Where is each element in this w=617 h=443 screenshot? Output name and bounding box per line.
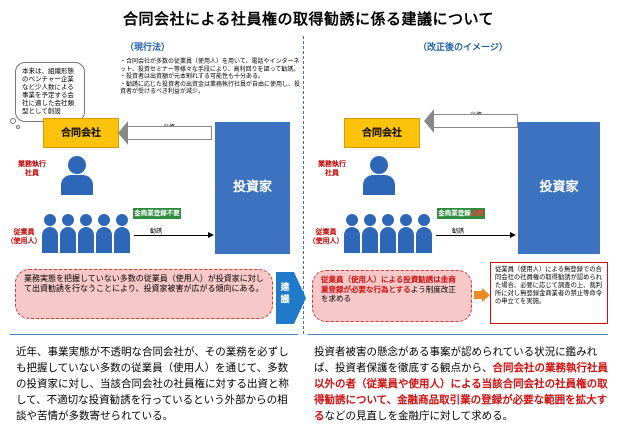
employee-body-icon: [380, 227, 396, 253]
left-solicit-arrow: [134, 235, 210, 236]
employee-body-icon: [78, 227, 94, 253]
bottom-right-post: などの見直しを金融庁に対して求める。: [324, 410, 514, 422]
right-company-box: 合同会社: [344, 118, 420, 148]
employee-body-icon: [344, 227, 360, 253]
employee-head-icon: [98, 214, 110, 226]
left-note-3: ・勧誘に応じた投資者の出資金は業務執行社員が自由に使用し、投資者が受けるべき利益…: [120, 80, 301, 96]
left-employee-label: 従業員 （使用人）: [6, 228, 42, 245]
employee-head-icon: [364, 214, 376, 226]
bottom-left-text: 近年、事業実態が不透明な合同会社が、その業務を必ずしも把握していない多数の従業員…: [16, 346, 289, 422]
left-executive-label: 業務執行 社員: [18, 160, 46, 177]
right-capital-arrow: [430, 114, 518, 128]
employee-body-icon: [416, 227, 432, 253]
right-proposal-tail: よう制度改正を求める: [321, 284, 456, 304]
employee-body-icon: [96, 227, 112, 253]
bottom-right-border: [308, 334, 608, 443]
employee-head-icon: [400, 214, 412, 226]
left-executive-body-icon: [61, 175, 93, 195]
right-solicit-arrow: [436, 235, 512, 236]
left-company-box: 合同会社: [43, 118, 119, 148]
employee-head-icon: [418, 214, 430, 226]
right-investor-box: 投資家: [518, 122, 600, 254]
left-bubble: 本来は、組織形態のベンチャー企業など少人数による事業を予定する会社に適した会社類…: [15, 62, 85, 122]
left-solicit-arrowhead-icon: [208, 232, 214, 238]
employee-head-icon: [346, 214, 358, 226]
right-side-note-text: 従業員（使用人）による無登録での合同会社の社員権の取得勧誘が認められた場合、必要…: [495, 266, 603, 305]
right-badge: 金商業登録必要: [437, 208, 485, 219]
right-solicit-label: 勧誘: [452, 228, 465, 235]
right-executive-icon: [370, 156, 388, 174]
left-bubble-text: 本来は、組織形態のベンチャー企業など少人数による事業を予定する会社に適した会社類…: [22, 67, 74, 115]
right-side-note: 従業員（使用人）による無登録での合同会社の社員権の取得勧誘が認められた場合、必要…: [490, 262, 608, 324]
right-badge-suffix: 必要: [470, 209, 484, 217]
right-employee-group: [344, 214, 434, 254]
left-note-1: ・合同会社が多数の従業員（使用人）を用いて、電話やインターネット、投資セミナー等…: [120, 58, 300, 73]
left-capital-arrow: [124, 126, 212, 140]
right-solicit-arrowhead-icon: [510, 232, 516, 238]
right-proposal-red-text: 従業員（使用人）による投資勧誘は金商業登録が必要な行為とする: [321, 275, 456, 294]
employee-head-icon: [382, 214, 394, 226]
left-notes: ・合同会社が多数の従業員（使用人）を用いて、電話やインターネット、投資セミナー等…: [120, 58, 300, 96]
left-employee-group: [42, 214, 132, 254]
employee-head-icon: [44, 214, 56, 226]
employee-head-icon: [62, 214, 74, 226]
bottom-right-pre: 投資者被害の懸念がある事案が認められている状況に鑑みれば、投資者保護を徹底する観…: [314, 346, 598, 374]
bubble-dot-small-icon: [16, 125, 20, 129]
bottom-right-text: 投資者被害の懸念がある事案が認められている状況に鑑みれば、投資者保護を徹底する観…: [314, 344, 610, 424]
right-capital-arrowhead-icon: [424, 109, 434, 133]
left-investor-box: 投資家: [215, 122, 290, 254]
kengi-arrow-icon: [276, 272, 306, 324]
left-solicit-label: 勧誘: [150, 228, 163, 235]
right-proposal-box: 従業員（使用人）による投資勧誘は金商業登録が必要な行為とするよう制度改正を求める: [312, 270, 472, 322]
right-panel-heading: （改正後のイメージ）: [418, 43, 508, 53]
left-problem-text: 業務実態を把握していない多数の従業員（使用人）が投資家に対して出資勧誘を行なうこ…: [24, 274, 264, 293]
orange-arrow-icon: [474, 288, 490, 302]
bubble-dot-icon: [10, 118, 16, 124]
employee-body-icon: [114, 227, 130, 253]
employee-head-icon: [116, 214, 128, 226]
right-badge-prefix: 金商業登録: [438, 209, 471, 217]
employee-head-icon: [80, 214, 92, 226]
left-executive-icon: [68, 156, 86, 174]
employee-body-icon: [398, 227, 414, 253]
employee-body-icon: [362, 227, 378, 253]
panel-divider: [303, 36, 304, 334]
bottom-left-border: [10, 334, 298, 443]
right-executive-body-icon: [363, 175, 395, 195]
employee-body-icon: [42, 227, 58, 253]
right-executive-label: 業務執行 社員: [318, 160, 346, 177]
bottom-right-red: 合同会社の業務執行社員以外の者（従業員や使用人）による当該合同会社の社員権の取得…: [314, 362, 608, 422]
right-employee-label: 従業員 （使用人）: [308, 228, 344, 245]
left-capital-arrowhead-icon: [118, 121, 128, 145]
page-title: 合同会社による社員権の取得勧誘に係る建議について: [122, 10, 495, 28]
left-note-2: ・投資者は出資額が元本割れする可能性も十分ある。: [120, 73, 265, 80]
employee-body-icon: [60, 227, 76, 253]
kengi-label: 建議: [280, 283, 290, 305]
left-badge: 金商業登録不要: [133, 208, 181, 219]
left-problem-box: 業務実態を把握していない多数の従業員（使用人）が投資家に対して出資勧誘を行なうこ…: [15, 269, 273, 319]
left-panel-heading: （現行法）: [125, 43, 171, 53]
